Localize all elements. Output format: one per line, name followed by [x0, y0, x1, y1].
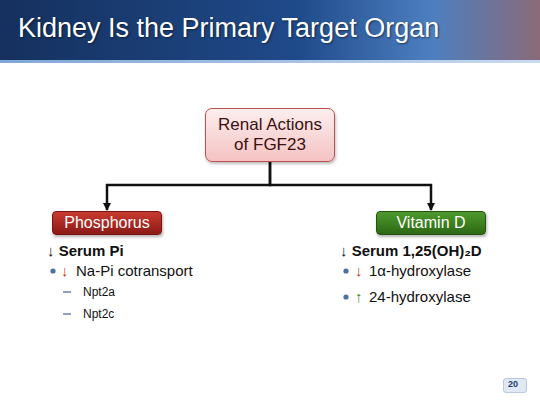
- node-text: Vitamin D: [396, 213, 465, 232]
- decrease-arrow: ↓: [61, 262, 69, 279]
- decrease-arrow: ↓: [355, 262, 363, 279]
- sub-bullet-text: Npt2c: [83, 307, 114, 321]
- banner-rule: [0, 60, 540, 63]
- node-text: Renal Actions of FGF23: [216, 115, 324, 156]
- sub-bullet-text: Npt2a: [83, 285, 115, 299]
- sub-bullet-dash: [63, 291, 71, 292]
- sub-bullet-dash: [63, 313, 71, 314]
- bullet-text: Na-Pi cotransport: [76, 262, 193, 279]
- node-text: Phosphorus: [64, 213, 149, 232]
- bullet-text: 24-hydroxylase: [369, 288, 471, 305]
- category-box: Phosphorus: [52, 211, 162, 235]
- tree-connector: [270, 162, 431, 210]
- slide-title: Kidney Is the Primary Target Organ: [18, 13, 439, 44]
- category-box: Vitamin D: [376, 211, 486, 235]
- bullet-dot: [50, 268, 55, 273]
- bullet-text: 1α-hydroxylase: [369, 262, 471, 279]
- root-box: Renal Actions of FGF23: [205, 108, 335, 162]
- result-heading: ↓ Serum Pi: [47, 242, 124, 259]
- tree-connector: [107, 162, 270, 210]
- bullet-dot: [343, 294, 348, 299]
- bullet-dot: [343, 268, 348, 273]
- increase-arrow: ↑: [355, 288, 363, 305]
- page-number: 20: [508, 379, 518, 389]
- result-heading: ↓ Serum 1,25(OH)₂D: [340, 242, 482, 259]
